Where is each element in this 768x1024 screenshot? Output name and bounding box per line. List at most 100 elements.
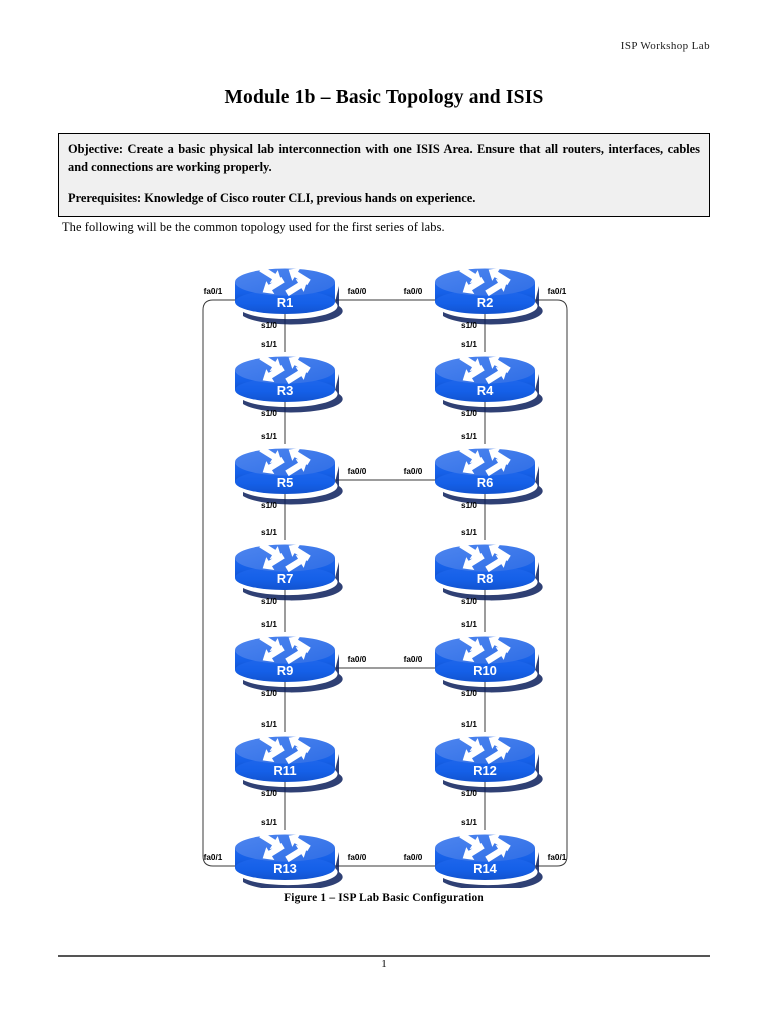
router-label-r2: R2 xyxy=(477,295,494,310)
router-top-face xyxy=(235,356,335,384)
router-arrow-icon xyxy=(262,456,285,475)
figure-caption: Figure 1 – ISP Lab Basic Configuration xyxy=(284,892,484,904)
router-node-r13[interactable]: R13 xyxy=(235,828,343,888)
router-label-r9: R9 xyxy=(277,663,294,678)
if-label-R9-s1/0: s1/0 xyxy=(261,689,277,698)
router-bottom xyxy=(435,566,535,590)
router-bottom xyxy=(235,566,335,590)
router-node-r12[interactable]: R12 xyxy=(435,730,543,793)
router-arrow-icon xyxy=(485,366,508,385)
if-label-R7-s1/1: s1/1 xyxy=(261,528,277,537)
router-label-r3: R3 xyxy=(277,383,294,398)
router-arrow-icon xyxy=(285,646,308,665)
router-top-face xyxy=(435,736,535,764)
if-label-R11-s1/1: s1/1 xyxy=(261,720,277,729)
router-arrow-icon xyxy=(459,541,482,560)
if-label-R1-s1/0: s1/0 xyxy=(261,321,277,330)
objective-box: Objective: Create a basic physical lab i… xyxy=(58,133,710,217)
router-top-face xyxy=(435,448,535,476)
if-label-R2-fa0/1: fa0/1 xyxy=(548,287,567,296)
router-node-r9[interactable]: R9 xyxy=(235,630,343,693)
router-label-r7: R7 xyxy=(277,571,294,586)
router-bottom xyxy=(435,856,535,880)
router-node-r4[interactable]: R4 xyxy=(435,350,543,413)
router-top-face xyxy=(235,268,335,296)
router-node-r14[interactable]: R14 xyxy=(435,828,543,888)
if-label-R2-s1/0: s1/0 xyxy=(461,321,477,330)
if-label-R9-s1/1: s1/1 xyxy=(261,620,277,629)
router-bottom xyxy=(235,290,335,314)
wrap-link-path xyxy=(202,299,235,867)
router-bottom xyxy=(235,470,335,494)
page-number: 1 xyxy=(381,958,387,970)
if-label-R3-s1/1: s1/1 xyxy=(261,340,277,349)
router-arrow-icon xyxy=(459,831,482,850)
router-top-face xyxy=(235,636,335,664)
router-top-face xyxy=(435,834,535,862)
intro-paragraph: The following will be the common topolog… xyxy=(62,220,445,234)
if-label-R14-fa0/0: fa0/0 xyxy=(404,853,423,862)
router-bottom xyxy=(435,658,535,682)
router-arrow-icon xyxy=(259,831,282,850)
if-label-R6-s1/1: s1/1 xyxy=(461,432,477,441)
if-label-R14-s1/1: s1/1 xyxy=(461,818,477,827)
router-top-face xyxy=(435,636,535,664)
router-node-r2[interactable]: R2 xyxy=(435,262,543,325)
router-shadow xyxy=(243,852,343,888)
router-arrow-icon xyxy=(285,278,308,297)
router-arrow-icon xyxy=(285,844,308,863)
router-arrow-icon xyxy=(485,746,508,765)
router-arrow-icon xyxy=(459,633,482,652)
link-R2-R14 xyxy=(535,299,568,867)
if-label-R12-s1/1: s1/1 xyxy=(461,720,477,729)
router-arrow-icon xyxy=(485,458,508,477)
running-header: ISP Workshop Lab xyxy=(620,40,710,52)
router-node-r3[interactable]: R3 xyxy=(235,350,343,413)
router-top-face xyxy=(235,834,335,862)
router-label-r12: R12 xyxy=(473,763,497,778)
router-node-r7[interactable]: R7 xyxy=(235,538,343,601)
router-arrow-icon xyxy=(259,445,282,464)
router-arrow-icon xyxy=(262,842,285,861)
router-shadow xyxy=(443,852,543,888)
if-label-R6-fa0/0: fa0/0 xyxy=(404,467,423,476)
if-label-R5-fa0/0: fa0/0 xyxy=(348,467,367,476)
router-node-r6[interactable]: R6 xyxy=(435,442,543,505)
if-label-R10-fa0/0: fa0/0 xyxy=(404,655,423,664)
router-arrow-icon xyxy=(259,353,282,372)
if-label-R5-s1/0: s1/0 xyxy=(261,501,277,510)
if-label-R7-s1/0: s1/0 xyxy=(261,597,277,606)
if-label-R8-s1/1: s1/1 xyxy=(461,528,477,537)
if-label-R14-fa0/1: fa0/1 xyxy=(548,853,567,862)
objective-text: Objective: Create a basic physical lab i… xyxy=(68,142,700,174)
router-top-face xyxy=(435,544,535,572)
router-arrow-icon xyxy=(485,278,508,297)
page-title: Module 1b – Basic Topology and ISIS xyxy=(224,87,544,108)
router-label-r4: R4 xyxy=(477,383,494,398)
router-node-r11[interactable]: R11 xyxy=(235,730,343,793)
if-label-R13-s1/1: s1/1 xyxy=(261,818,277,827)
router-top-face xyxy=(235,736,335,764)
router-node-r10[interactable]: R10 xyxy=(435,630,543,693)
router-bottom xyxy=(235,378,335,402)
router-node-r5[interactable]: R5 xyxy=(235,442,343,505)
router-top-face xyxy=(435,268,535,296)
router-arrow-icon xyxy=(485,554,508,573)
router-arrow-icon xyxy=(459,445,482,464)
router-arrow-icon xyxy=(462,276,485,295)
router-arrow-icon xyxy=(285,746,308,765)
router-arrow-icon xyxy=(262,364,285,383)
router-arrow-icon xyxy=(285,366,308,385)
router-label-r13: R13 xyxy=(273,861,297,876)
router-bottom xyxy=(235,658,335,682)
router-arrow-icon xyxy=(462,842,485,861)
router-node-r8[interactable]: R8 xyxy=(435,538,543,601)
router-top-face xyxy=(235,544,335,572)
if-label-R9-fa0/0: fa0/0 xyxy=(348,655,367,664)
if-label-R4-s1/1: s1/1 xyxy=(461,340,477,349)
router-node-r1[interactable]: R1 xyxy=(235,262,343,325)
router-label-r8: R8 xyxy=(477,571,494,586)
router-top-face xyxy=(435,356,535,384)
